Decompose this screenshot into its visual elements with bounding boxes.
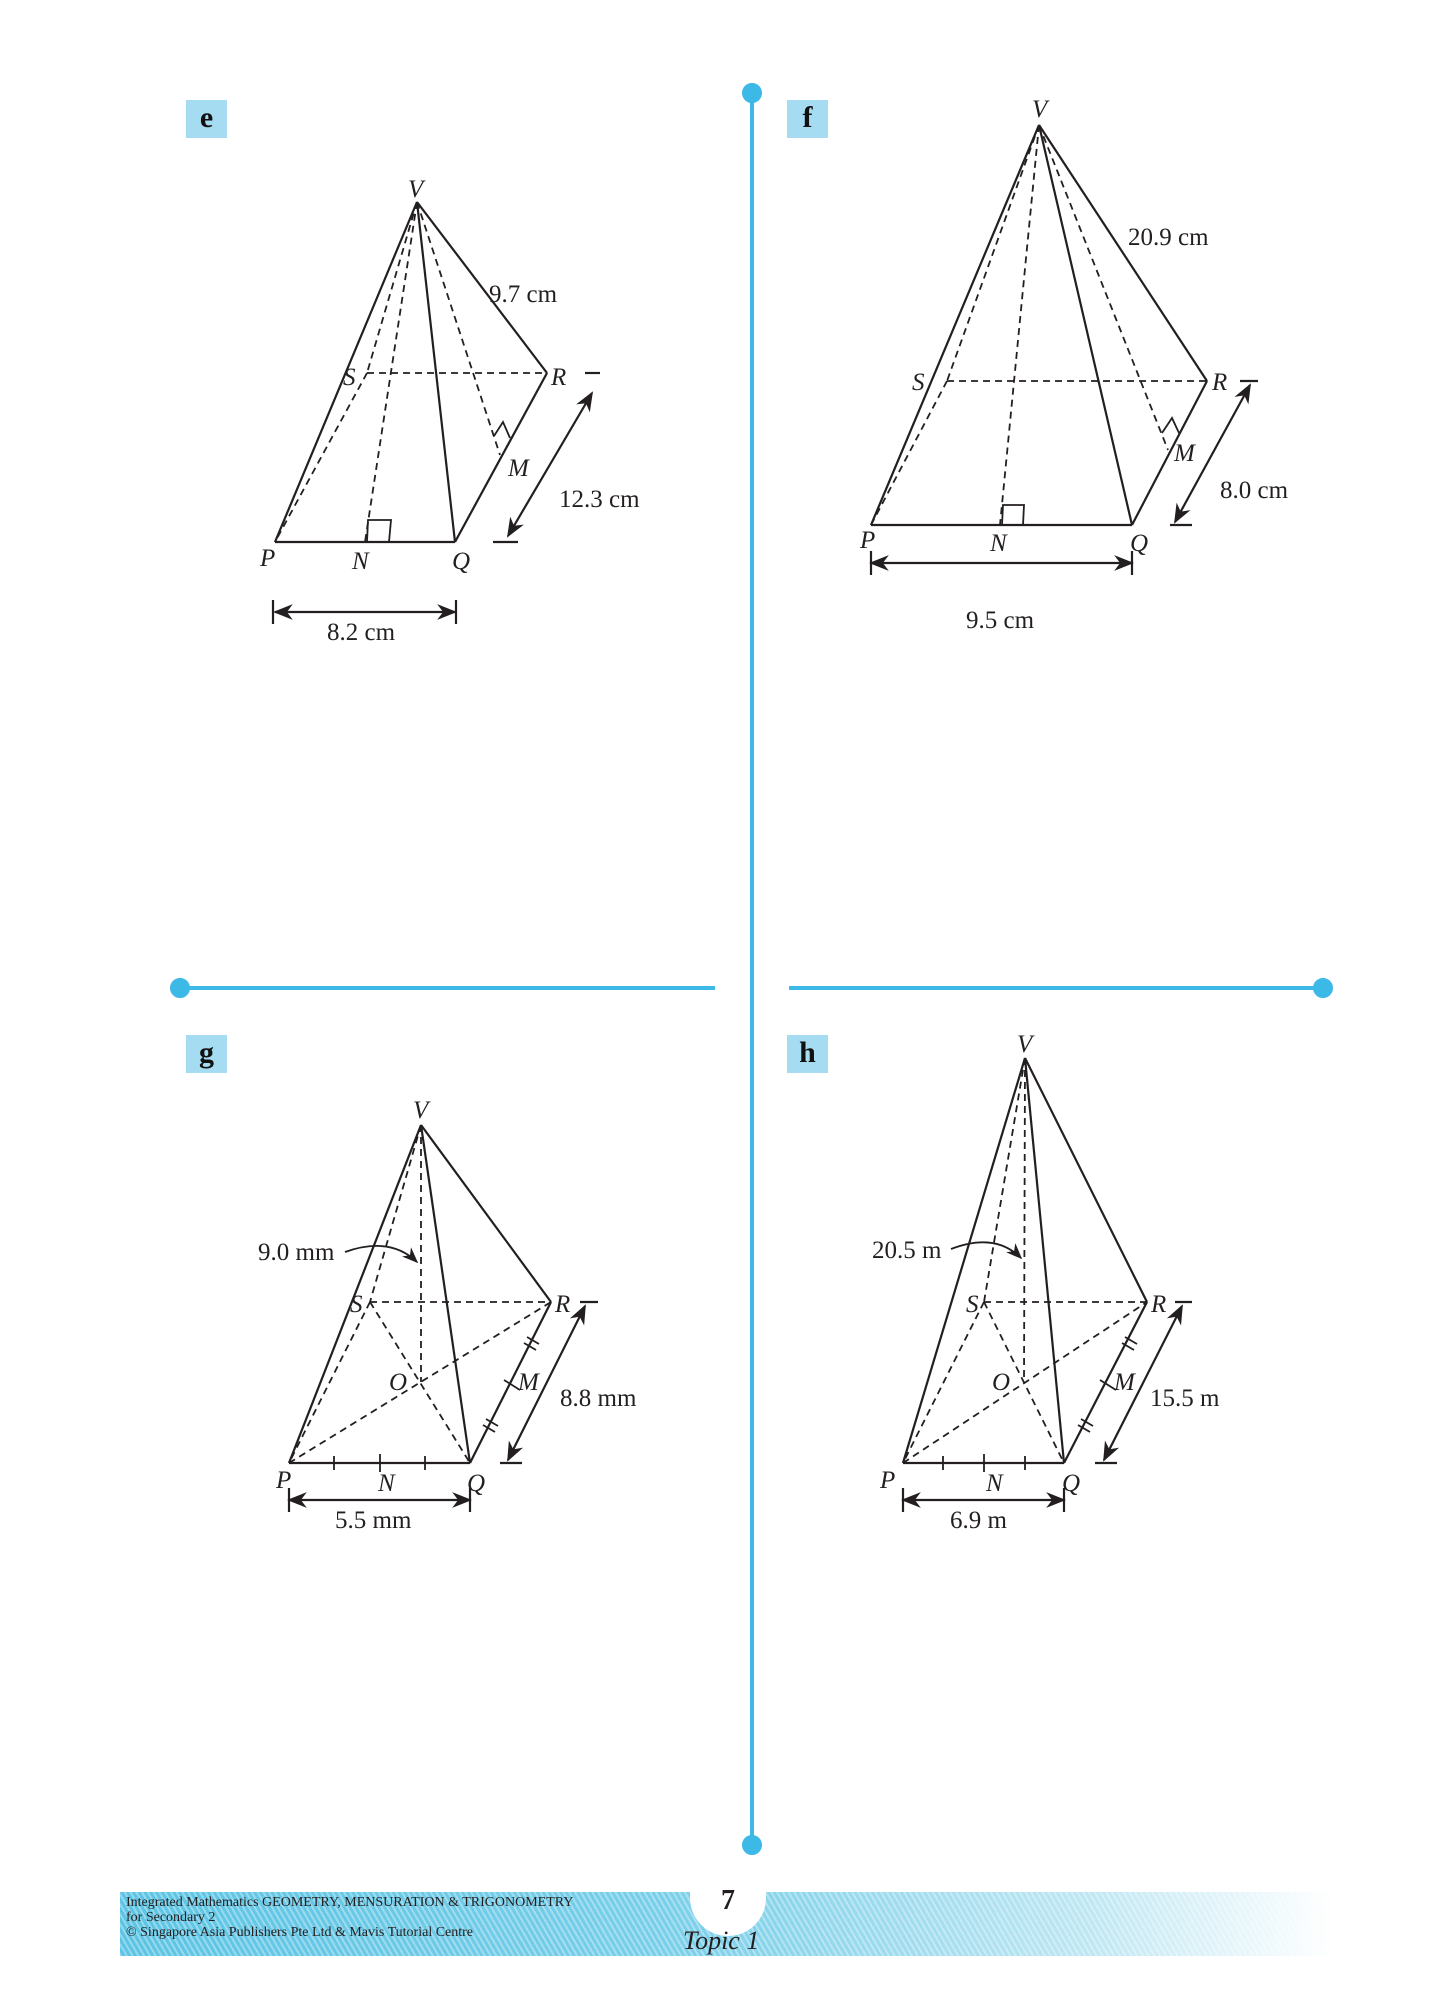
vertex-label-q: Q xyxy=(452,548,471,575)
vertex-label-r: R xyxy=(1212,369,1228,396)
exercise-badge-g: g xyxy=(186,1035,227,1073)
exercise-badge-f: f xyxy=(787,100,828,138)
vertex-label-m: M xyxy=(518,1369,539,1396)
vertex-label-r: R xyxy=(551,364,567,391)
vertex-label-o: O xyxy=(389,1369,408,1396)
base-width-length: 6.9 m xyxy=(950,1507,1007,1534)
footer-book-title: Integrated Mathematics GEOMETRY, MENSURA… xyxy=(126,1895,574,1910)
vertex-label-v: V xyxy=(1032,96,1048,123)
vertex-label-s: S xyxy=(350,1291,363,1318)
vertex-label-q: Q xyxy=(467,1470,486,1497)
vertex-label-q: Q xyxy=(1130,530,1149,557)
vertex-label-m: M xyxy=(1114,1369,1135,1396)
exercise-badge-e: e xyxy=(186,100,227,138)
vertex-label-p: P xyxy=(276,1467,292,1494)
base-depth-length: 8.0 cm xyxy=(1220,477,1289,504)
vertex-label-n: N xyxy=(986,1470,1003,1497)
vertex-label-o: O xyxy=(992,1369,1011,1396)
vertex-label-m: M xyxy=(1174,440,1195,467)
footer-book-level: for Secondary 2 xyxy=(126,1910,216,1925)
page-number: 7 xyxy=(721,1885,735,1916)
base-depth-length: 12.3 cm xyxy=(559,486,640,513)
vertex-label-p: P xyxy=(260,545,276,572)
base-width-length: 5.5 mm xyxy=(335,1507,412,1534)
vertex-label-n: N xyxy=(990,530,1007,557)
vertex-label-s: S xyxy=(912,369,925,396)
slant-edge-length: 9.7 cm xyxy=(489,281,558,308)
exercise-badge-h: h xyxy=(787,1035,828,1073)
base-depth-length: 8.8 mm xyxy=(560,1385,637,1412)
vertex-label-s: S xyxy=(343,364,356,391)
pyramid-figure-g xyxy=(287,1124,598,1512)
vertex-label-s: S xyxy=(966,1291,979,1318)
vertex-label-n: N xyxy=(378,1470,395,1497)
height-length: 9.0 mm xyxy=(258,1239,335,1266)
vertex-label-v: V xyxy=(408,176,424,203)
base-depth-length: 15.5 m xyxy=(1150,1385,1220,1412)
quadrant-dividers xyxy=(170,83,1333,1855)
pyramid-figure-e xyxy=(271,201,600,624)
pyramid-figure-h xyxy=(901,1057,1192,1512)
vertex-label-v: V xyxy=(413,1097,429,1124)
height-length: 20.5 m xyxy=(872,1237,942,1264)
vertex-label-r: R xyxy=(1151,1291,1167,1318)
vertex-label-p: P xyxy=(860,527,876,554)
vertex-label-m: M xyxy=(508,455,529,482)
vertex-label-n: N xyxy=(352,548,369,575)
vertex-label-r: R xyxy=(555,1291,571,1318)
base-width-length: 8.2 cm xyxy=(327,619,396,646)
vertex-label-p: P xyxy=(880,1467,896,1494)
footer-copyright: © Singapore Asia Publishers Pte Ltd & Ma… xyxy=(126,1925,474,1940)
vertex-label-v: V xyxy=(1017,1031,1033,1058)
pyramid-figure-f xyxy=(869,124,1258,575)
vertex-label-q: Q xyxy=(1062,1470,1081,1497)
base-width-length: 9.5 cm xyxy=(966,607,1035,634)
topic-label: Topic 1 xyxy=(683,1926,760,1955)
slant-edge-length: 20.9 cm xyxy=(1128,224,1209,251)
